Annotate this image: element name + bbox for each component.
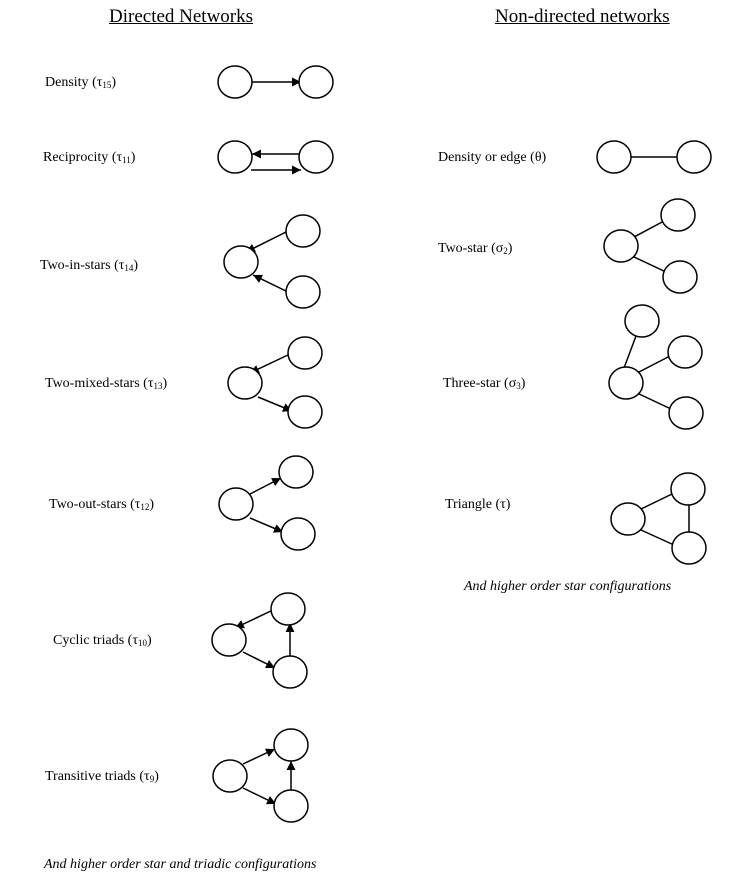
label-cyclic-triads: Cyclic triads (τ10) (53, 633, 152, 648)
label-two-mixed-stars: Two-mixed-stars (τ13) (45, 376, 168, 391)
node (272, 655, 308, 689)
two-out-stars-diagram (218, 455, 316, 551)
node (278, 455, 314, 489)
footer-directed: And higher order star and triadic config… (44, 857, 317, 872)
transitive-triads-diagram (212, 728, 309, 823)
reciprocity-diagram (217, 140, 334, 175)
three-star-diagram (608, 304, 704, 430)
node (223, 245, 259, 279)
label-triangle: Triangle (τ) (445, 497, 511, 512)
node (270, 592, 306, 626)
node (668, 396, 704, 430)
node (218, 487, 254, 521)
node (610, 502, 646, 536)
node (298, 65, 334, 99)
two-in-stars-diagram (223, 214, 321, 309)
node (596, 140, 632, 174)
node (217, 65, 253, 99)
edge-diagram (596, 140, 712, 174)
node (608, 366, 644, 400)
node (211, 623, 247, 657)
node (273, 728, 309, 762)
non-directed-networks-heading: Non-directed networks (495, 6, 670, 27)
node (287, 336, 323, 370)
label-density-or-edge: Density or edge (θ) (438, 150, 547, 165)
node (676, 140, 712, 174)
footer-non-directed: And higher order star configurations (464, 579, 672, 594)
node (671, 531, 707, 565)
density-diagram (217, 65, 334, 99)
node (285, 275, 321, 309)
node (287, 395, 323, 429)
node (667, 335, 703, 369)
two-star-diagram (603, 198, 698, 294)
node (662, 260, 698, 294)
label-density: Density (τ15) (45, 75, 117, 90)
node (660, 198, 696, 232)
node (280, 517, 316, 551)
label-two-star: Two-star (σ2) (438, 241, 513, 256)
label-two-out-stars: Two-out-stars (τ12) (49, 497, 155, 512)
node (670, 472, 706, 506)
node (212, 759, 248, 793)
node (298, 140, 334, 174)
label-two-in-stars: Two-in-stars (τ14) (40, 258, 139, 273)
directed-networks-heading: Directed Networks (109, 6, 254, 27)
node (273, 789, 309, 823)
node (285, 214, 321, 248)
label-reciprocity: Reciprocity (τ11) (43, 150, 136, 165)
node (603, 229, 639, 263)
node (624, 304, 660, 338)
cyclic-triads-diagram (211, 592, 308, 689)
node (217, 140, 253, 174)
triangle-diagram (610, 472, 707, 565)
label-transitive-triads: Transitive triads (τ9) (45, 769, 159, 784)
node (227, 366, 263, 400)
two-mixed-stars-diagram (227, 336, 323, 429)
label-three-star: Three-star (σ3) (443, 376, 526, 391)
